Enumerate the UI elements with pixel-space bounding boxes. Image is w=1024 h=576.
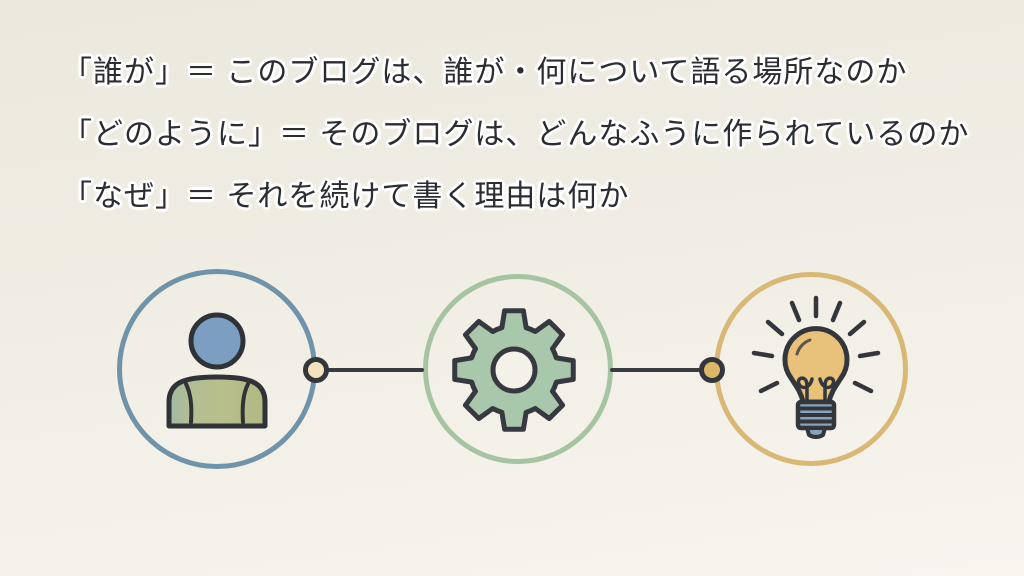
connector-node-2 xyxy=(699,357,725,383)
gear-icon xyxy=(452,308,576,432)
headline: 「誰が」＝ このブログは、誰が・何について語る場所なのか 「どのように」＝ その… xyxy=(62,42,1002,228)
lightbulb-icon xyxy=(751,295,881,439)
headline-line-how: 「どのように」＝ そのブログは、どんなふうに作られているのか xyxy=(62,118,970,151)
connector-node-1 xyxy=(303,357,329,383)
headline-line-who: 「誰が」＝ このブログは、誰が・何について語る場所なのか xyxy=(62,56,908,89)
bulb-rays xyxy=(751,295,881,394)
connector-line-1 xyxy=(316,368,424,372)
headline-line-why: 「なぜ」＝ それを続けて書く理由は何か xyxy=(62,180,630,213)
person-icon xyxy=(166,312,268,429)
bulb-base-stripes xyxy=(798,406,834,424)
connector-line-2 xyxy=(610,368,712,372)
bulb-filament xyxy=(796,376,836,403)
